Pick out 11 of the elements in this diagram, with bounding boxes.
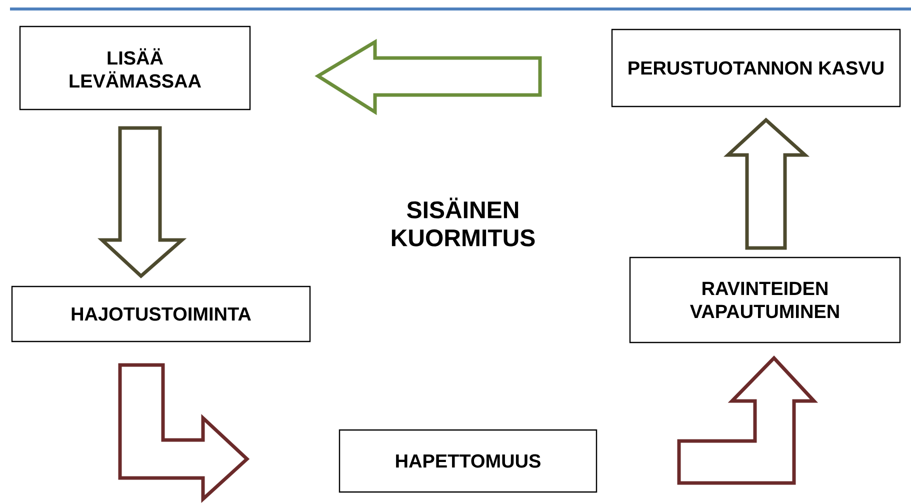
block-arrow	[118, 363, 250, 503]
process-box: RAVINTEIDEN VAPAUTUMINEN	[629, 256, 901, 344]
block-arrow	[98, 126, 187, 278]
process-box: HAJOTUSTOIMINTA	[11, 286, 311, 342]
process-box: HAPETTOMUUS	[338, 429, 598, 493]
block-arrow	[677, 355, 818, 485]
block-arrow	[314, 38, 542, 116]
center-label: SISÄINEN KUORMITUS	[392, 198, 535, 246]
process-box: LISÄÄ LEVÄMASSAA	[19, 26, 251, 110]
block-arrow	[724, 118, 810, 250]
process-box: PERUSTUOTANNON KASVU	[611, 28, 901, 108]
